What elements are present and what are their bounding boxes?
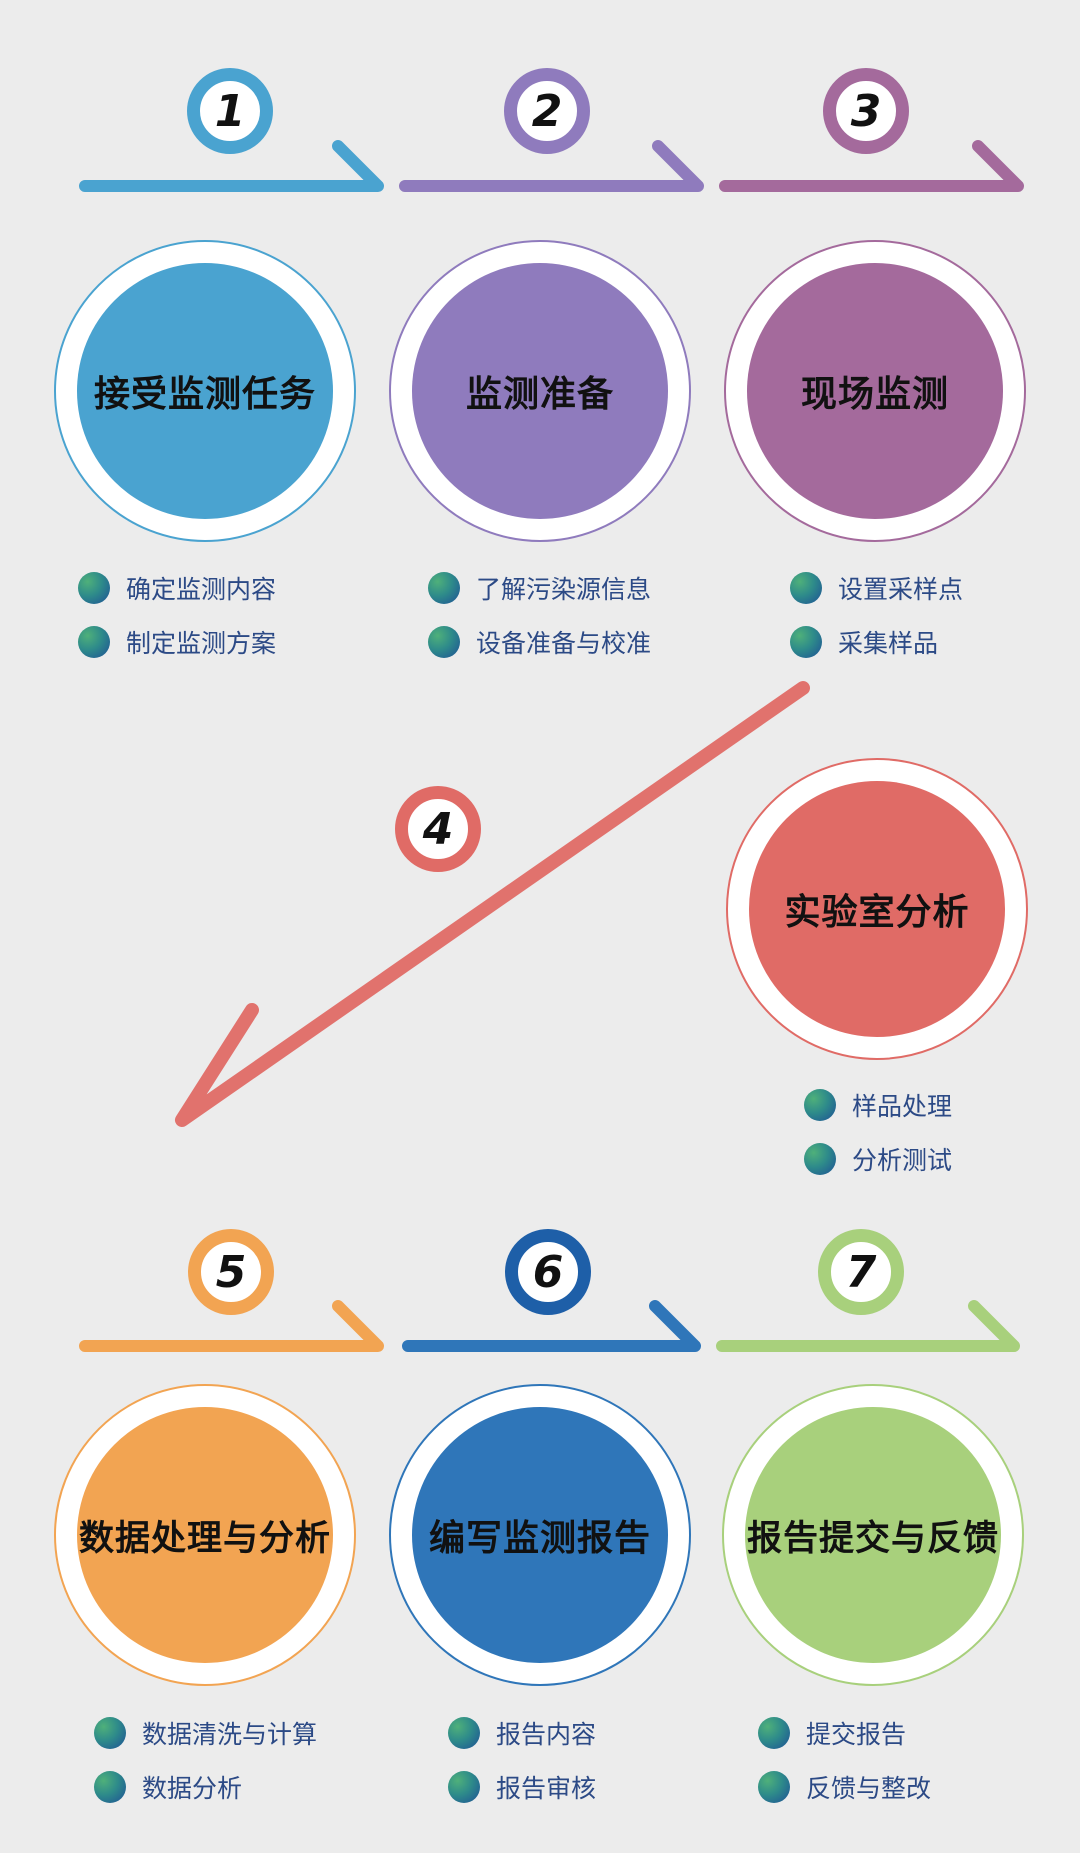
- list-item: 提交报告: [758, 1706, 931, 1760]
- step-3-circle: 现场监测: [724, 240, 1026, 542]
- arrow-right-icon: [716, 1300, 1020, 1352]
- gradient-dot-icon: [790, 572, 822, 604]
- step-4-number-badge: 4: [395, 786, 481, 872]
- step-6-circle: 编写监测报告: [389, 1384, 691, 1686]
- list-item: 设置采样点: [790, 561, 963, 615]
- step-4-circle: 实验室分析: [726, 758, 1028, 1060]
- step-7-number-badge: 7: [818, 1229, 904, 1315]
- step-1-bullet-list: 确定监测内容 制定监测方案: [78, 561, 276, 669]
- step-2-bullet-list: 了解污染源信息 设备准备与校准: [428, 561, 651, 669]
- step-1-title: 接受监测任务: [93, 374, 316, 415]
- gradient-dot-icon: [428, 572, 460, 604]
- list-item: 样品处理: [804, 1078, 952, 1132]
- list-item: 制定监测方案: [78, 615, 276, 669]
- list-item: 分析测试: [804, 1132, 952, 1186]
- list-item: 数据分析: [94, 1760, 317, 1814]
- step-7-bullet-list: 提交报告 反馈与整改: [758, 1706, 931, 1814]
- step-1-number-badge: 1: [187, 68, 273, 154]
- step-2-title: 监测准备: [465, 374, 614, 415]
- step-3-bullet-list: 设置采样点 采集样品: [790, 561, 963, 669]
- step-4-bullet-list: 样品处理 分析测试: [804, 1078, 952, 1186]
- arrow-right-icon: [79, 1300, 384, 1352]
- gradient-dot-icon: [448, 1717, 480, 1749]
- arrow-down-left-icon: [175, 681, 810, 1127]
- step-3-number-badge: 3: [823, 68, 909, 154]
- gradient-dot-icon: [758, 1717, 790, 1749]
- step-5-title: 数据处理与分析: [78, 1518, 331, 1559]
- gradient-dot-icon: [428, 626, 460, 658]
- step-6-number-badge: 6: [505, 1229, 591, 1315]
- gradient-dot-icon: [448, 1771, 480, 1803]
- step-2-number-badge: 2: [504, 68, 590, 154]
- step-4-title: 实验室分析: [784, 892, 970, 933]
- step-7-circle: 报告提交与反馈: [722, 1384, 1024, 1686]
- step-5-circle: 数据处理与分析: [54, 1384, 356, 1686]
- step-2-circle: 监测准备: [389, 240, 691, 542]
- gradient-dot-icon: [78, 626, 110, 658]
- step-1-circle: 接受监测任务: [54, 240, 356, 542]
- gradient-dot-icon: [804, 1089, 836, 1121]
- list-item: 设备准备与校准: [428, 615, 651, 669]
- step-6-bullet-list: 报告内容 报告审核: [448, 1706, 596, 1814]
- arrow-right-icon: [79, 140, 384, 192]
- list-item: 确定监测内容: [78, 561, 276, 615]
- step-7-title: 报告提交与反馈: [746, 1518, 999, 1559]
- step-3-title: 现场监测: [800, 374, 949, 415]
- step-6-title: 编写监测报告: [428, 1518, 651, 1559]
- gradient-dot-icon: [78, 572, 110, 604]
- list-item: 报告内容: [448, 1706, 596, 1760]
- arrow-right-icon: [402, 1300, 701, 1352]
- list-item: 数据清洗与计算: [94, 1706, 317, 1760]
- gradient-dot-icon: [790, 626, 822, 658]
- step-5-bullet-list: 数据清洗与计算 数据分析: [94, 1706, 317, 1814]
- arrow-right-icon: [719, 140, 1024, 192]
- gradient-dot-icon: [804, 1143, 836, 1175]
- list-item: 报告审核: [448, 1760, 596, 1814]
- step-5-number-badge: 5: [188, 1229, 274, 1315]
- gradient-dot-icon: [758, 1771, 790, 1803]
- list-item: 采集样品: [790, 615, 963, 669]
- list-item: 了解污染源信息: [428, 561, 651, 615]
- gradient-dot-icon: [94, 1717, 126, 1749]
- gradient-dot-icon: [94, 1771, 126, 1803]
- arrow-right-icon: [399, 140, 704, 192]
- list-item: 反馈与整改: [758, 1760, 931, 1814]
